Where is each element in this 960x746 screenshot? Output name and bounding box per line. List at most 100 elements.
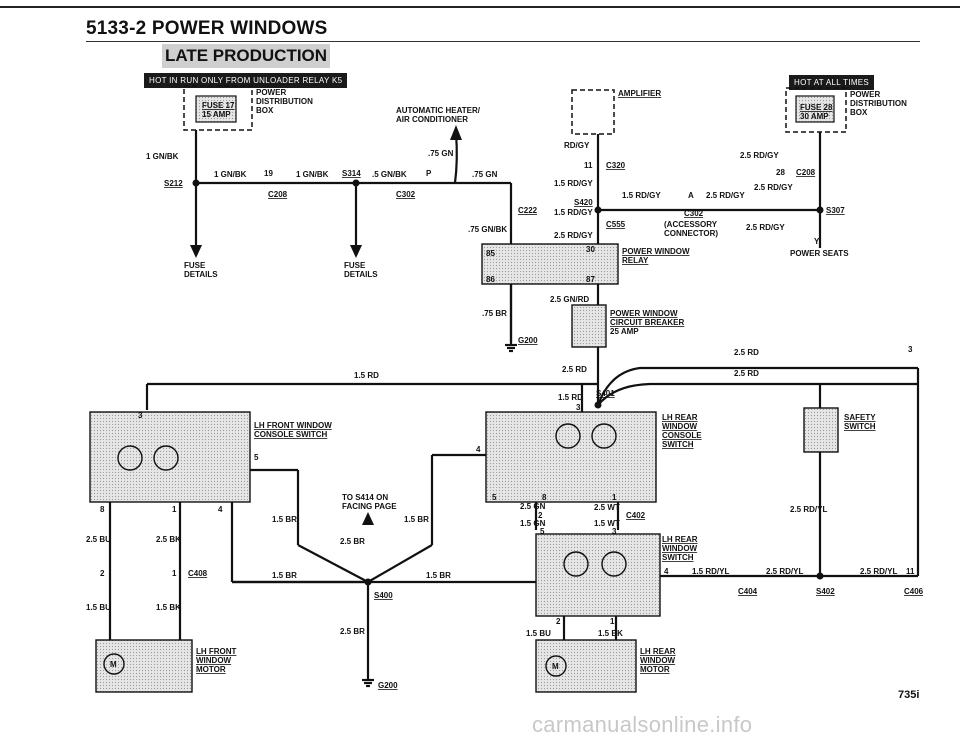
safety-line1: SAFETY [844, 413, 876, 422]
num-2: 2 [100, 569, 105, 578]
wire-25bu: 2.5 BU [86, 535, 111, 544]
num-3-c: 3 [138, 411, 143, 420]
pin-p: P [426, 169, 432, 178]
num-4-b: 4 [476, 445, 481, 454]
wire-15rdgy: 1.5 RD/GY [554, 179, 593, 188]
page-number: 735i [898, 689, 920, 701]
power-seats-label: POWER SEATS [790, 249, 849, 258]
num-4: 4 [218, 505, 223, 514]
wire-25br: 2.5 BR [340, 537, 365, 546]
wire-15wt: 1.5 WT [594, 519, 620, 528]
wire-25bk: 2.5 BK [156, 535, 181, 544]
cb-line3: 25 AMP [610, 327, 639, 336]
fuse-details-2b: DETAILS [344, 270, 378, 279]
wire-5gnbk: .5 GN/BK [372, 170, 407, 179]
to-s414-line1: TO S414 ON [342, 493, 388, 502]
wire-25rdyl-3: 2.5 RD/YL [790, 505, 827, 514]
subtitle-late-production: LATE PRODUCTION [162, 44, 330, 68]
num-1-b: 1 [172, 569, 177, 578]
wire-15rdyl: 1.5 RD/YL [692, 567, 729, 576]
num-8: 8 [100, 505, 105, 514]
lhf-motor-icon: M [110, 660, 117, 669]
num-3-d: 3 [612, 527, 617, 536]
wire-25rdgy-2: 2.5 RD/GY [706, 191, 745, 200]
wire-25rdgy: 2.5 RD/GY [554, 231, 593, 240]
wire-25rdyl: 2.5 RD/YL [766, 567, 803, 576]
pdb-right-box: BOX [850, 108, 868, 117]
top-rule [0, 6, 960, 8]
conn-c404: C404 [738, 587, 758, 596]
splice-s400: S400 [374, 591, 393, 600]
wire-75gn-2: .75 GN [472, 170, 498, 179]
num-4-c: 4 [664, 567, 669, 576]
safety-line2: SWITCH [844, 422, 876, 431]
fuse-details-1a: FUSE [184, 261, 206, 270]
title-rule [86, 41, 920, 42]
wire-1gnbk-2: 1 GN/BK [214, 170, 247, 179]
num-11-b: 11 [906, 567, 915, 576]
num-3-b: 3 [576, 403, 581, 412]
lhr-motor-line1: LH REAR [640, 647, 676, 656]
wire-15bu-2: 1.5 BU [526, 629, 551, 638]
fuse-details-2a: FUSE [344, 261, 366, 270]
conn-c555: C555 [606, 220, 626, 229]
pw-relay-line2: RELAY [622, 256, 649, 265]
accessory-line1: (ACCESSORY [664, 220, 718, 229]
num-3: 3 [908, 345, 913, 354]
lhr-switch-line3: SWITCH [662, 553, 694, 562]
num-1-d: 1 [610, 617, 615, 626]
wire-25gn: 2.5 GN [520, 502, 546, 511]
pin-30: 30 [586, 245, 595, 254]
banner-hot-in-run: HOT IN RUN ONLY FROM UNLOADER RELAY K5 [144, 73, 348, 88]
lhr-switch-line2: WINDOW [662, 544, 698, 553]
amplifier-label: AMPLIFIER [618, 89, 661, 98]
num-19: 19 [264, 169, 273, 178]
wire-15br-3: 1.5 BR [272, 571, 297, 580]
wire-15rd-2: 1.5 RD [558, 393, 583, 402]
conn-c408: C408 [188, 569, 208, 578]
banner-hot-at-all-times: HOT AT ALL TIMES [789, 75, 875, 90]
lhr-console-line2: WINDOW [662, 422, 698, 431]
num-28: 28 [776, 168, 785, 177]
num-8-b: 8 [542, 493, 547, 502]
conn-c402: C402 [626, 511, 646, 520]
pdb-left-distribution: DISTRIBUTION [256, 97, 313, 106]
conn-c302: C302 [396, 190, 416, 199]
ahac-line2: AIR CONDITIONER [396, 115, 468, 124]
wire-1gnbk-3: 1 GN/BK [296, 170, 329, 179]
wire-rdgy: RD/GY [564, 141, 590, 150]
lhr-motor-line3: MOTOR [640, 665, 670, 674]
watermark: carmanualsonline.info [532, 712, 753, 737]
conn-c302-b: C302 [684, 209, 704, 218]
wire-25rdyl-2: 2.5 RD/YL [860, 567, 897, 576]
splice-s314: S314 [342, 169, 361, 178]
fuse-details-1b: DETAILS [184, 270, 218, 279]
cb-line1: POWER WINDOW [610, 309, 678, 318]
fuse28-amp: 30 AMP [800, 112, 829, 121]
wire-15br-4: 1.5 BR [426, 571, 451, 580]
splice-s307: S307 [826, 206, 845, 215]
wire-25rd: 2.5 RD [734, 348, 759, 357]
pdb-left-box: BOX [256, 106, 274, 115]
wire-15bk-2: 1.5 BK [598, 629, 623, 638]
pdb-left-power: POWER [256, 88, 286, 97]
lhf-switch-line2: CONSOLE SWITCH [254, 430, 328, 439]
pin-86: 86 [486, 275, 495, 284]
lhf-motor-line3: MOTOR [196, 665, 226, 674]
page-title: 5133-2 POWER WINDOWS [86, 18, 328, 39]
wire-15br: 1.5 BR [272, 515, 297, 524]
splice-s402: S402 [816, 587, 835, 596]
pdb-right-distribution: DISTRIBUTION [850, 99, 907, 108]
lhf-motor-line1: LH FRONT [196, 647, 237, 656]
wire-25rd-3: 2.5 RD [562, 365, 587, 374]
num-1-c: 1 [612, 493, 617, 502]
fuse17-amp: 15 AMP [202, 110, 231, 119]
num-2-c: 2 [556, 617, 561, 626]
wire-15gn: 1.5 GN [520, 519, 546, 528]
wire-15bu: 1.5 BU [86, 603, 111, 612]
lhr-motor-line2: WINDOW [640, 656, 676, 665]
wire-25rd-2: 2.5 RD [734, 369, 759, 378]
num-2-b: 2 [538, 511, 543, 520]
ground-g200-b: G200 [378, 681, 398, 690]
conn-c222: C222 [518, 206, 538, 215]
